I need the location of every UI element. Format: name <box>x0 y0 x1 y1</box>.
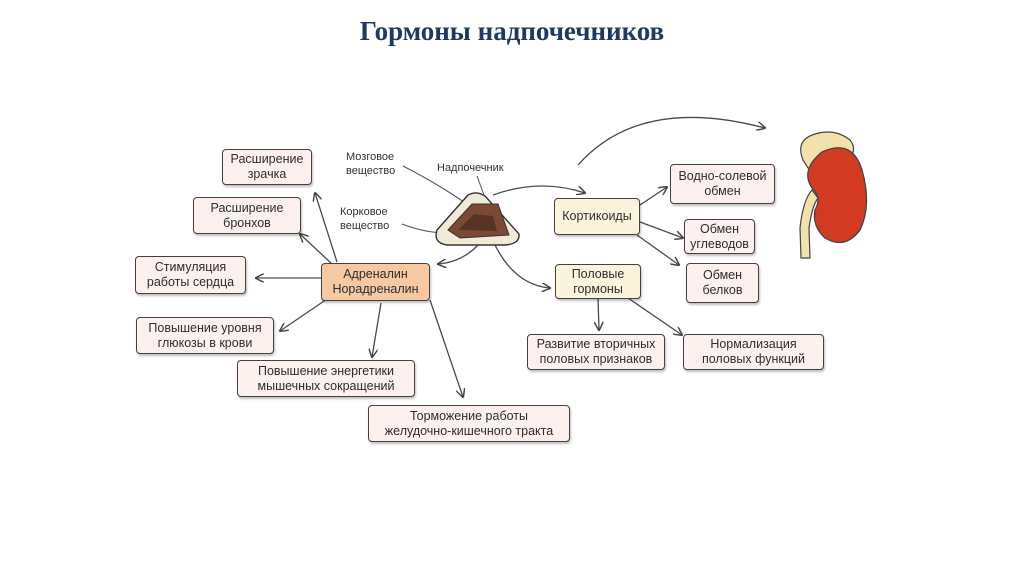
adrenal-cross-section-icon <box>435 192 520 246</box>
page-title: Гормоны надпочечников <box>359 16 665 46</box>
kidney-icon <box>799 131 868 259</box>
corticoids-box: Кортикоиды <box>554 198 640 235</box>
gland-label: Надпочечник <box>437 162 504 174</box>
